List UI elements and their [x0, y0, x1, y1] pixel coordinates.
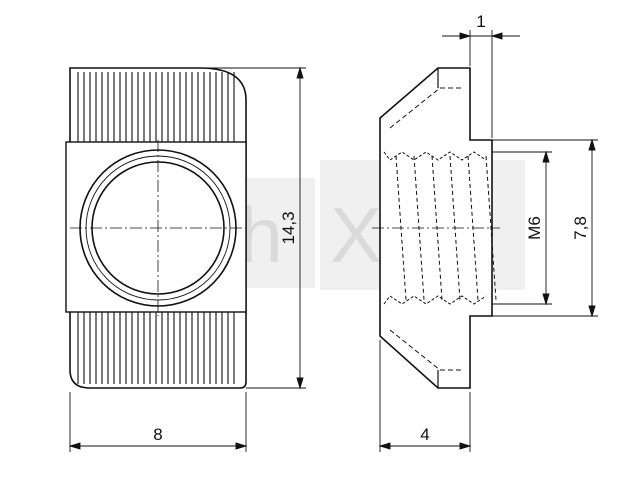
thread-line	[383, 295, 487, 305]
thread-line	[485, 155, 497, 301]
dim-thread-outer: 7,8	[571, 216, 590, 240]
side-hidden-top	[389, 87, 462, 129]
dimension-lines	[68, 30, 598, 452]
front-view	[65, 67, 247, 389]
dim-thread: M6	[525, 216, 544, 240]
dim-width-side: 4	[420, 425, 429, 444]
side-hidden-bottom	[389, 329, 462, 371]
dim-height-front: 14,3	[279, 211, 298, 244]
dim-width-front: 8	[153, 425, 162, 444]
dim-top-offset: 1	[476, 12, 485, 31]
front-ribs	[77, 72, 235, 384]
front-outline	[69, 67, 247, 389]
side-view	[372, 67, 500, 389]
